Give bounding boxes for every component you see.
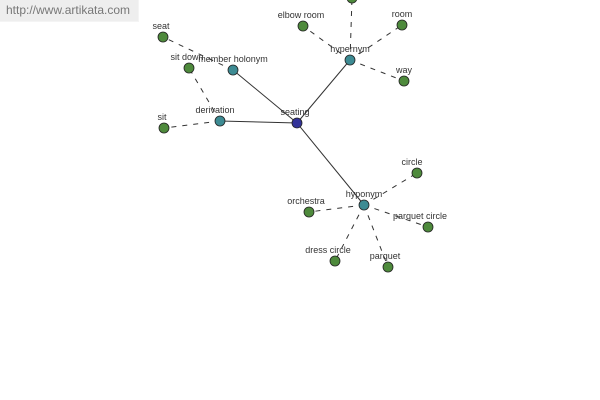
relation-label-member-holonym: member holonym: [198, 54, 268, 64]
leaf-node-parquet[interactable]: [382, 261, 394, 273]
leaf-node-way[interactable]: [398, 75, 410, 87]
leaf-label-parquet: parquet: [370, 251, 401, 261]
edge-parquet: [363, 204, 389, 268]
leaf-node-circle[interactable]: [411, 167, 423, 179]
leaf-node-sit-down[interactable]: [183, 62, 195, 74]
leaf-label-room: room: [392, 9, 413, 19]
graph-edges: [162, 0, 429, 268]
center-label-seating: seating: [280, 107, 309, 117]
leaf-node-seat[interactable]: [157, 31, 169, 43]
leaf-node-elbow-room[interactable]: [297, 20, 309, 32]
site-url-link[interactable]: http://www.artikata.com: [6, 3, 131, 17]
leaf-node-hypernym-top[interactable]: [346, 0, 358, 4]
graph-nodes: [157, 0, 434, 273]
leaf-node-dress-circle[interactable]: [329, 255, 341, 267]
leaf-label-elbow-room: elbow room: [278, 10, 325, 20]
center-node-seating[interactable]: [291, 117, 303, 129]
leaf-label-parquet-circle: parquet circle: [393, 211, 447, 221]
leaf-node-orchestra[interactable]: [303, 206, 315, 218]
leaf-node-sit[interactable]: [158, 122, 170, 134]
edge-seat: [162, 36, 234, 71]
leaf-label-seat: seat: [152, 21, 170, 31]
leaf-node-room[interactable]: [396, 19, 408, 31]
leaf-label-sit-down: sit down: [170, 52, 203, 62]
leaf-label-orchestra: orchestra: [287, 196, 325, 206]
relation-node-derivation[interactable]: [214, 115, 226, 127]
edge-derivation: [219, 120, 298, 124]
edge-sit: [163, 120, 221, 129]
edge-way: [349, 59, 405, 82]
edge-member-holonym: [232, 69, 298, 124]
edge-hyponym: [296, 122, 365, 206]
relation-node-hyponym[interactable]: [358, 199, 370, 211]
leaf-label-circle: circle: [401, 157, 422, 167]
edge-room: [349, 24, 403, 61]
relation-label-hyponym: hyponym: [346, 189, 383, 199]
graph-labels: elbow room room way seat sit down sit circle or…: [152, 9, 447, 261]
relation-label-hypernym: hypernym: [330, 44, 370, 54]
edge-parquet-circle: [363, 204, 429, 228]
leaf-label-sit: sit: [158, 112, 167, 122]
relation-label-derivation: derivation: [195, 105, 234, 115]
edge-orchestra: [308, 204, 365, 213]
edge-elbow-room: [302, 25, 351, 61]
leaf-label-way: way: [395, 65, 413, 75]
edge-hypernym: [296, 59, 351, 124]
url-banner: http://www.artikata.com: [0, 0, 139, 22]
relation-node-hypernym[interactable]: [344, 54, 356, 66]
leaf-label-dress-circle: dress circle: [305, 245, 351, 255]
leaf-node-parquet-circle[interactable]: [422, 221, 434, 233]
relation-node-member-holonym[interactable]: [227, 64, 239, 76]
